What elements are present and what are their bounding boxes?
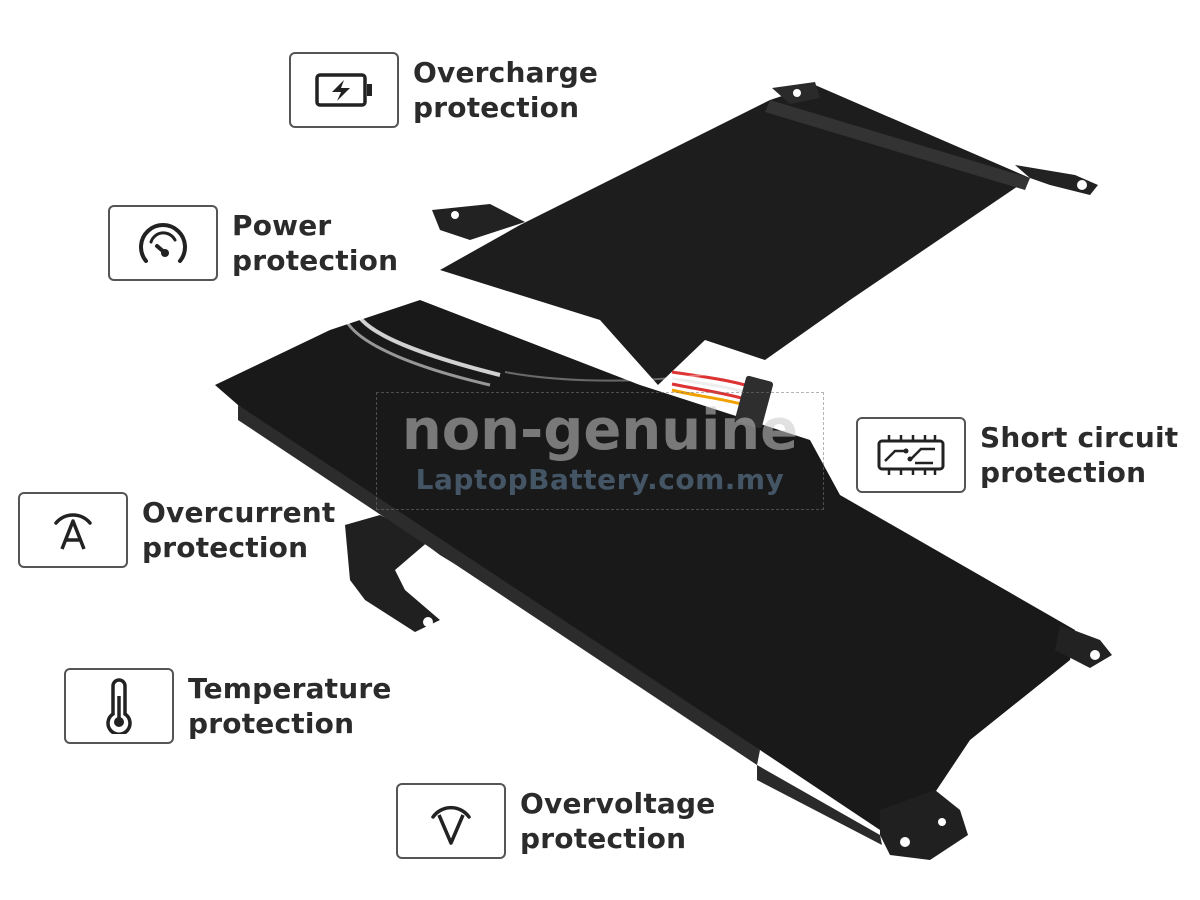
power-subtitle: protection <box>232 244 399 277</box>
temperature-subtitle: protection <box>188 707 355 740</box>
battery-connector <box>671 370 774 429</box>
overcurrent-subtitle: protection <box>142 531 309 564</box>
gauge-icon <box>139 223 187 263</box>
battery-charge-icon <box>315 73 372 107</box>
watermark-sub-text: LaptopBattery.com.my <box>415 463 785 496</box>
feature-overcharge: Overcharge protection <box>289 52 598 128</box>
watermark: non-genuine LaptopBattery.com.my <box>376 392 824 510</box>
overvoltage-title: Overvoltage <box>520 787 716 820</box>
feature-power: Power protection <box>108 205 398 281</box>
overvoltage-subtitle: protection <box>520 822 687 855</box>
thermometer-icon <box>106 678 132 734</box>
watermark-main-text: non-genuine <box>401 398 799 463</box>
feature-short-circuit: Short circuit protection <box>856 417 1178 493</box>
light-swoosh <box>341 260 821 387</box>
overcharge-subtitle: protection <box>413 91 580 124</box>
overcurrent-icon-box <box>18 492 128 568</box>
feature-overvoltage: Overvoltage protection <box>396 783 715 859</box>
power-title: Power <box>232 209 332 242</box>
short-circuit-icon-box <box>856 417 966 493</box>
short-circuit-subtitle: protection <box>980 456 1147 489</box>
power-icon-box <box>108 205 218 281</box>
voltage-v-icon <box>431 805 471 845</box>
overcharge-icon-box <box>289 52 399 128</box>
upper-cell <box>432 82 1098 385</box>
temperature-icon-box <box>64 668 174 744</box>
overcurrent-title: Overcurrent <box>142 496 336 529</box>
circuit-icon <box>877 435 945 475</box>
temperature-title: Temperature <box>188 672 392 705</box>
feature-temperature: Temperature protection <box>64 668 392 744</box>
short-circuit-title: Short circuit <box>980 421 1179 454</box>
feature-overcurrent: Overcurrent protection <box>18 492 336 568</box>
current-a-icon <box>54 513 92 550</box>
overvoltage-icon-box <box>396 783 506 859</box>
overcharge-title: Overcharge <box>413 56 599 89</box>
lower-cell <box>215 300 1112 860</box>
